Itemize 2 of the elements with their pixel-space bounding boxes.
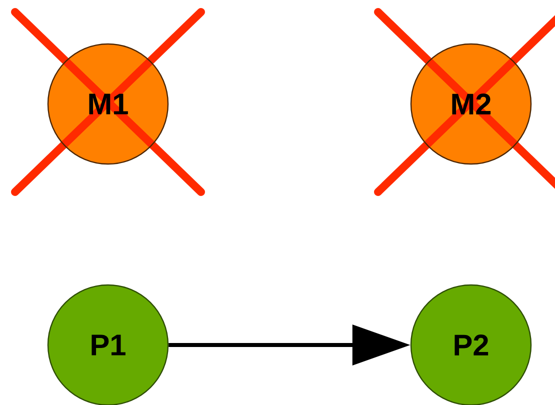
circle-node: M2 — [410, 43, 532, 165]
circle-node: M1 — [47, 43, 169, 165]
